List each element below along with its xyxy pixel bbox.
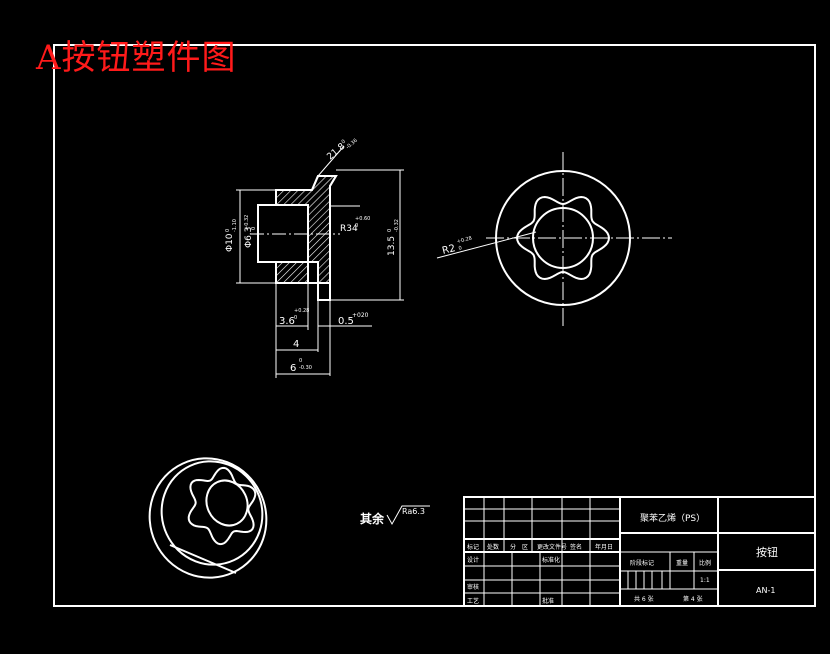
dim-radius-inner: R34 xyxy=(340,224,358,234)
tb-weight: 重量 xyxy=(676,559,688,567)
tb-hdr-zone: 区 xyxy=(522,544,528,551)
title-block xyxy=(463,496,816,607)
roughness-note: 其余 Ra6.3 xyxy=(360,505,430,526)
dim-outer-diameter: Φ10 xyxy=(225,233,235,252)
title-block-text: 聚苯乙烯（PS） 按钮 AN-1 标记 处数 分 区 更改文件号 签名 年月日 … xyxy=(467,512,778,605)
dim-total-width: 6 xyxy=(290,363,296,374)
tb-review: 审核 xyxy=(467,583,479,591)
dim-mid-width: 4 xyxy=(293,339,299,350)
dim-height: 13.5 xyxy=(387,236,397,256)
dim-height-tol: 0-0.32 xyxy=(387,219,400,232)
section-hatch-bottom xyxy=(275,261,309,284)
section-view xyxy=(236,145,404,378)
leader-petal-radius xyxy=(436,231,537,259)
tb-ratio: 比例 xyxy=(699,559,711,567)
tb-hdr-count: 处数 xyxy=(487,543,499,551)
tb-hdr-sign: 签名 xyxy=(570,543,582,551)
tb-sheets-total: 共 6 张 xyxy=(634,595,654,603)
dim-inner-diameter: Φ6.3 xyxy=(244,227,254,248)
dim-lip-width-tol: +020 xyxy=(352,312,369,319)
dim-inner-diameter-tol: +0.320 xyxy=(244,215,257,230)
tb-drawing-no: AN-1 xyxy=(756,586,775,595)
roughness-label: 其余 xyxy=(360,511,385,526)
tb-sheet-no: 第 4 张 xyxy=(683,595,703,603)
tb-standardize: 标准化 xyxy=(542,556,560,564)
dim-lip-width: 0.5 xyxy=(338,316,354,327)
front-view xyxy=(436,152,672,326)
front-dimensions: R2 +0.280 xyxy=(441,235,474,257)
tb-design: 设计 xyxy=(467,556,479,564)
dim-petal-radius: R2 xyxy=(441,243,457,257)
tb-process: 工艺 xyxy=(467,597,479,605)
roughness-value: Ra6.3 xyxy=(402,507,425,516)
isometric-view xyxy=(148,457,268,579)
tb-scale: 1:1 xyxy=(700,577,710,584)
iso-flower xyxy=(187,466,257,546)
dim-step-width: 3.6 xyxy=(279,316,295,327)
tb-hdr-date: 年月日 xyxy=(595,543,613,551)
tb-hdr-sub: 分 xyxy=(510,543,516,551)
tb-material: 聚苯乙烯（PS） xyxy=(640,512,705,524)
tb-hdr-mark: 标记 xyxy=(467,543,479,551)
dim-total-width-tol: 0-0.30 xyxy=(299,358,312,371)
tb-hdr-change: 更改文件号 xyxy=(537,543,567,551)
dim-outer-diameter-tol: 0-1.10 xyxy=(225,219,238,232)
drawing-title: A按钮塑件图 xyxy=(36,38,237,78)
dim-petal-radius-tol: +0.280 xyxy=(456,235,474,251)
tb-part-name: 按钮 xyxy=(756,545,778,559)
tb-stage-mark: 阶段标记 xyxy=(630,559,654,567)
tb-approve: 批准 xyxy=(542,597,554,605)
drawing-frame xyxy=(53,44,816,607)
